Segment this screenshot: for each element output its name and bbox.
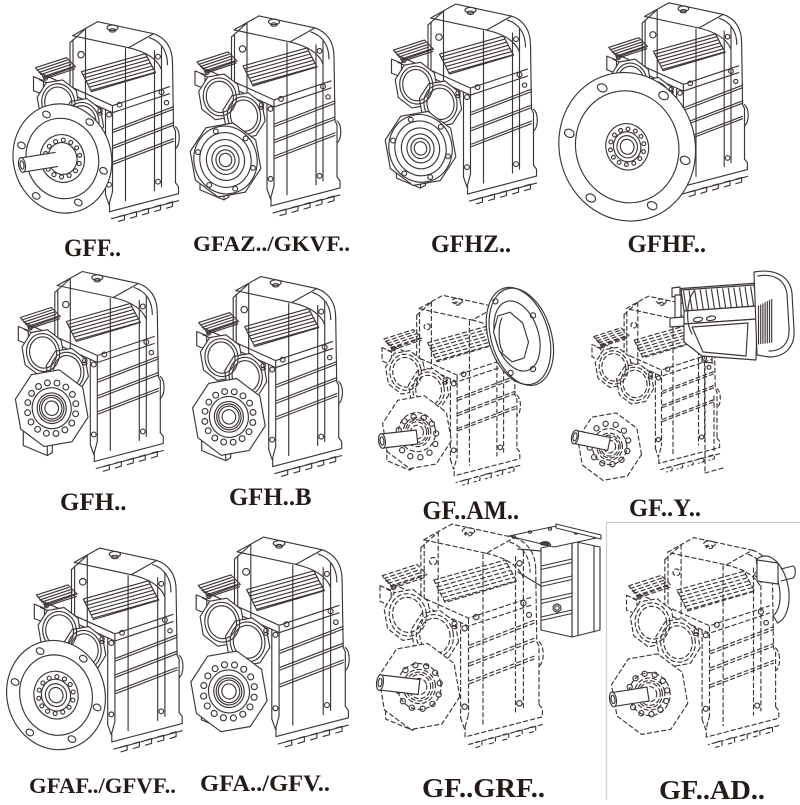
svg-text:GF..Y..: GF..Y.. (629, 495, 701, 522)
svg-text:GFHZ..: GFHZ.. (431, 231, 511, 258)
svg-text:GFA../GFV..: GFA../GFV.. (200, 771, 330, 796)
svg-text:GF..AD..: GF..AD.. (659, 775, 765, 800)
svg-text:GFHF..: GFHF.. (628, 231, 707, 258)
svg-text:GFF..: GFF.. (64, 235, 121, 262)
svg-text:GF..AM..: GF..AM.. (423, 496, 520, 525)
svg-text:GFAZ../GKVF..: GFAZ../GKVF.. (193, 231, 350, 256)
svg-text:GF..GRF..: GF..GRF.. (422, 773, 545, 800)
svg-text:GFH..B: GFH..B (229, 484, 312, 511)
svg-text:GFH..: GFH.. (60, 489, 127, 516)
svg-text:GFAF../GFVF..: GFAF../GFVF.. (29, 773, 176, 798)
